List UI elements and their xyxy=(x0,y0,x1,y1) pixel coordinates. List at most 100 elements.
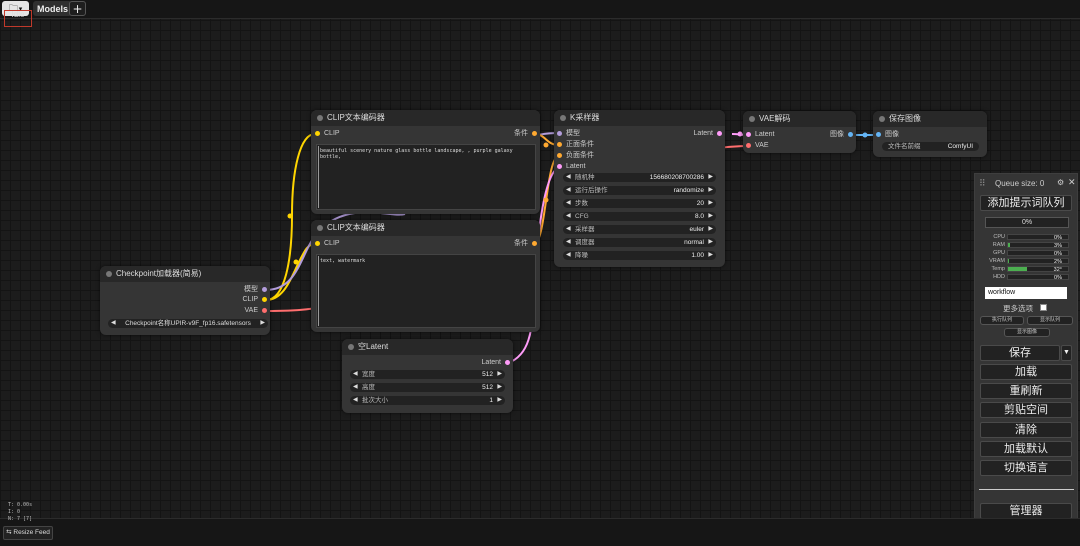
node-title[interactable]: 保存图像 xyxy=(873,111,987,127)
arrow-right-icon[interactable]: ▶ xyxy=(708,187,713,193)
arrow-left-icon[interactable]: ◀ xyxy=(566,187,571,193)
collapse-dot[interactable] xyxy=(879,116,885,122)
save-button[interactable]: 保存 xyxy=(980,345,1060,361)
arrow-left-icon[interactable]: ◀ xyxy=(566,239,571,245)
refresh-button[interactable]: 重刷新 xyxy=(980,383,1072,399)
checkpoint-name-combo[interactable]: ◀ Checkpoint名称UPIR-v9F_fp16.safetensors … xyxy=(108,319,268,328)
input-clip[interactable]: CLIP xyxy=(315,239,340,249)
node-title[interactable]: VAE解码 xyxy=(743,111,856,127)
output-conditioning[interactable]: 条件 xyxy=(514,129,537,139)
collapse-dot[interactable] xyxy=(317,225,323,231)
node-clip-text-negative[interactable]: CLIP文本编码器 CLIP 条件 text, watermark xyxy=(311,220,540,332)
arrow-left-icon[interactable]: ◀ xyxy=(566,226,571,232)
save-dropdown-button[interactable]: ▼ xyxy=(1061,345,1072,361)
filename-prefix-widget[interactable]: 文件名前缀 ComfyUI xyxy=(882,142,979,151)
node-clip-text-positive[interactable]: CLIP文本编码器 CLIP 条件 beautiful scenery natu… xyxy=(311,110,540,214)
show-image-button[interactable]: 显示图像 xyxy=(1004,328,1050,337)
arrow-left-icon[interactable]: ◀ xyxy=(566,200,571,206)
node-title[interactable]: CLIP文本编码器 xyxy=(311,110,540,126)
output-latent[interactable]: Latent xyxy=(482,358,510,368)
output-vae[interactable]: VAE xyxy=(245,306,267,316)
stat-bar-fill xyxy=(1008,267,1028,271)
arrow-left-icon[interactable]: ◀ xyxy=(111,320,116,326)
node-vae-decode[interactable]: VAE解码 Latent VAE 图像 xyxy=(743,111,856,153)
clipspace-button[interactable]: 剪贴空间 xyxy=(980,402,1072,418)
arrow-right-icon[interactable]: ▶ xyxy=(497,371,502,377)
node-checkpoint-loader[interactable]: Checkpoint加载器(简易) 模型 CLIP VAE ◀ Checkpoi… xyxy=(100,266,270,335)
load-button[interactable]: 加载 xyxy=(980,364,1072,380)
output-clip[interactable]: CLIP xyxy=(242,295,267,305)
arrow-right-icon[interactable]: ▶ xyxy=(708,239,713,245)
arrow-left-icon[interactable]: ◀ xyxy=(353,397,358,403)
view-history-button[interactable]: 显示队列 xyxy=(1027,316,1073,325)
arrow-right-icon[interactable]: ▶ xyxy=(708,252,713,258)
widget-label: 批次大小 xyxy=(362,397,388,404)
output-latent[interactable]: Latent xyxy=(694,129,722,139)
workflow-folder-button[interactable]: 🗀 ▾ xyxy=(2,1,29,16)
input-positive[interactable]: 正面条件 xyxy=(557,140,594,150)
resize-feed-button[interactable]: ⇆ Resize Feed xyxy=(3,526,53,540)
clear-button[interactable]: 清除 xyxy=(980,422,1072,438)
input-latent[interactable]: Latent xyxy=(557,162,585,172)
input-model[interactable]: 模型 xyxy=(557,129,580,139)
prompt-textarea[interactable]: beautiful scenery nature glass bottle la… xyxy=(316,144,536,210)
gear-icon[interactable]: ⚙ xyxy=(1057,178,1065,187)
input-clip[interactable]: CLIP xyxy=(315,129,340,139)
models-tab[interactable]: Models xyxy=(33,1,73,16)
output-image[interactable]: 图像 xyxy=(830,130,853,140)
arrow-left-icon[interactable]: ◀ xyxy=(566,252,571,258)
add-tab-button[interactable]: + xyxy=(69,1,86,16)
prompt-textarea[interactable]: text, watermark xyxy=(316,254,536,328)
collapse-dot[interactable] xyxy=(749,116,755,122)
collapse-dot[interactable] xyxy=(348,344,354,350)
arrow-left-icon[interactable]: ◀ xyxy=(353,384,358,390)
arrow-right-icon[interactable]: ▶ xyxy=(497,397,502,403)
workflow-name-input[interactable]: workflow xyxy=(985,287,1067,299)
input-image[interactable]: 图像 xyxy=(876,130,899,140)
arrow-left-icon[interactable]: ◀ xyxy=(353,371,358,377)
more-options-checkbox[interactable] xyxy=(1040,304,1047,311)
input-negative[interactable]: 负面条件 xyxy=(557,151,594,161)
arrow-right-icon[interactable]: ▶ xyxy=(708,200,713,206)
collapse-dot[interactable] xyxy=(317,115,323,121)
input-latent[interactable]: Latent xyxy=(746,130,774,140)
view-queue-button[interactable]: 执行队列 xyxy=(980,316,1024,325)
node-title[interactable]: K采样器 xyxy=(554,110,725,126)
queue-prompt-button[interactable]: 添加提示词队列 xyxy=(980,195,1072,211)
arrow-right-icon[interactable]: ▶ xyxy=(260,320,265,326)
node-title[interactable]: CLIP文本编码器 xyxy=(311,220,540,236)
arrow-right-icon[interactable]: ▶ xyxy=(708,174,713,180)
node-title[interactable]: Checkpoint加载器(简易) xyxy=(100,266,270,282)
arrow-left-icon[interactable]: ◀ xyxy=(566,213,571,219)
close-icon[interactable]: ✕ xyxy=(1068,177,1076,187)
output-model[interactable]: 模型 xyxy=(244,285,267,295)
arrow-right-icon[interactable]: ▶ xyxy=(708,226,713,232)
input-vae[interactable]: VAE xyxy=(746,141,769,151)
node-title[interactable]: 空Latent xyxy=(342,339,513,355)
node-save-image[interactable]: 保存图像 图像 文件名前缀 ComfyUI xyxy=(873,111,987,157)
manager-button[interactable]: 管理器 xyxy=(980,503,1072,519)
collapse-dot[interactable] xyxy=(106,271,112,277)
output-conditioning[interactable]: 条件 xyxy=(514,239,537,249)
arrow-left-icon[interactable]: ◀ xyxy=(566,174,571,180)
drag-handle-icon[interactable]: ⠿ xyxy=(979,178,986,188)
stat-label: GPU xyxy=(993,250,1005,256)
arrow-right-icon[interactable]: ▶ xyxy=(497,384,502,390)
load-default-button[interactable]: 加载默认 xyxy=(980,441,1072,457)
arrow-right-icon[interactable]: ▶ xyxy=(708,213,713,219)
switch-language-button[interactable]: 切换语言 xyxy=(980,460,1072,476)
collapse-dot[interactable] xyxy=(560,115,566,121)
progress-bar: 0% xyxy=(985,217,1069,228)
